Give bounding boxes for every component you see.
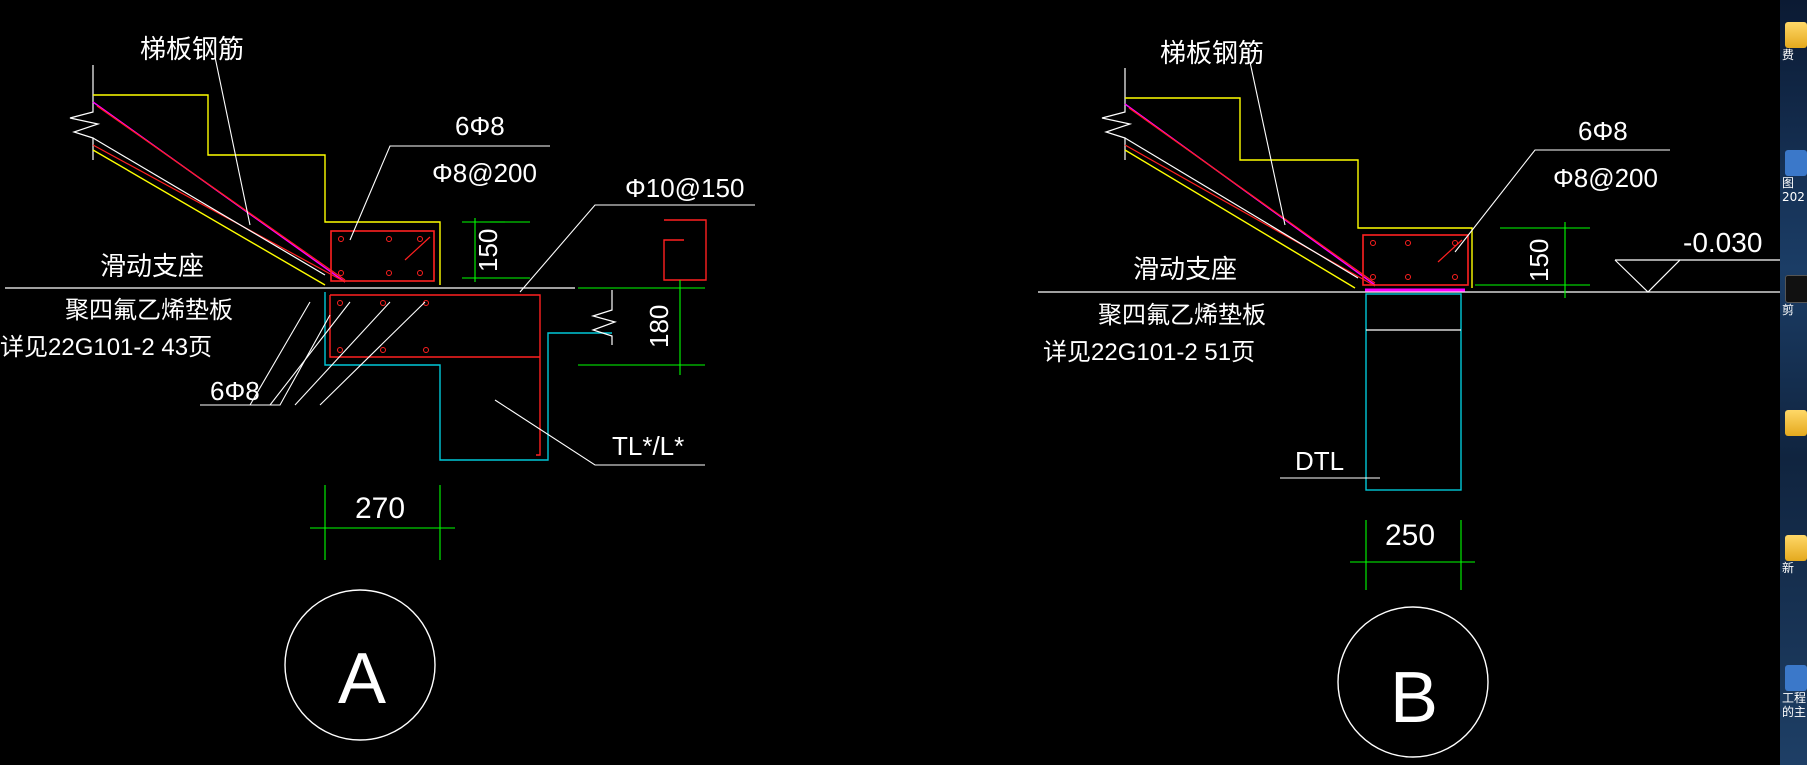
folder-icon xyxy=(1785,535,1807,561)
folder-icon xyxy=(1785,410,1807,436)
desktop-icon-label: 的主 xyxy=(1782,705,1807,719)
hook-symbol xyxy=(663,219,707,281)
detail-a: 梯板钢筋 6Φ8 Φ8@200 Φ10@150 滑动支座 聚四氟乙烯垫板 详见2… xyxy=(0,34,755,741)
upper-rebar-cage xyxy=(1362,234,1469,286)
desktop-icon-label: 剪 xyxy=(1782,303,1795,317)
leader-beam xyxy=(494,399,705,466)
image-icon xyxy=(1785,150,1807,176)
right-break-line xyxy=(590,290,617,345)
dim-150-label: 150 xyxy=(473,229,503,272)
beam-outline xyxy=(1365,293,1462,491)
dim-250-label: 250 xyxy=(1385,519,1435,552)
stair-step-outline xyxy=(1125,97,1473,288)
app-icon xyxy=(1785,275,1807,303)
break-line xyxy=(1101,68,1133,160)
callout-circle-a[interactable] xyxy=(284,589,436,741)
reference-label: 详见22G101-2 51页 xyxy=(1043,339,1255,366)
upper-rebar-cage xyxy=(330,230,435,282)
rebar-right-label: Φ10@150 xyxy=(625,173,744,203)
desktop-icon-label: 202 xyxy=(1782,190,1805,204)
stair-bottom-rebar xyxy=(92,144,346,283)
dim-150-label: 150 xyxy=(1524,239,1554,282)
folder-icon xyxy=(1785,22,1807,48)
leader-6phi8 xyxy=(349,145,550,241)
desktop-icon-label: 费 xyxy=(1782,48,1795,62)
stair-slab-line xyxy=(92,137,326,276)
lower-rebar-cage xyxy=(330,294,541,456)
leader-bottom xyxy=(200,314,331,406)
slab-bottom-line xyxy=(92,149,326,286)
stirrup-spacing: Φ8@200 xyxy=(432,158,537,188)
desktop-icon[interactable]: 图 202 xyxy=(1780,150,1807,204)
stair-top-rebar-red xyxy=(96,105,346,281)
beam-label: DTL xyxy=(1295,446,1344,476)
top-rebar-count: 6Φ8 xyxy=(455,111,505,141)
leader-stair-rebar xyxy=(1249,61,1286,226)
desktop-icon-label: 图 xyxy=(1782,176,1795,190)
detail-b: 梯板钢筋 6Φ8 Φ8@200 -0.030 150 滑动支座 聚四氟乙烯垫板 … xyxy=(1038,38,1780,758)
stair-rebar-label: 梯板钢筋 xyxy=(140,34,244,64)
stair-step-outline xyxy=(93,94,441,285)
ptfe-pad-label: 聚四氟乙烯垫板 xyxy=(65,297,233,324)
callout-label-b: B xyxy=(1390,658,1438,738)
top-rebar-count: 6Φ8 xyxy=(1578,116,1628,146)
beam-label: TL*/L* xyxy=(612,431,684,461)
leader-phi10 xyxy=(519,204,755,293)
desktop-icon[interactable] xyxy=(1780,410,1807,436)
desktop-icon-label: 工程 xyxy=(1782,691,1807,705)
document-icon xyxy=(1785,665,1807,691)
desktop-background-strip: 费 图 202 剪 新 工程 的主 xyxy=(1780,0,1807,765)
dim-270-label: 270 xyxy=(355,492,405,525)
bottom-rebar-count: 6Φ8 xyxy=(210,376,260,406)
elevation-label: -0.030 xyxy=(1683,227,1762,258)
desktop-icon[interactable]: 剪 xyxy=(1780,275,1807,317)
ptfe-pad-label: 聚四氟乙烯垫板 xyxy=(1098,302,1266,329)
stair-rebar-label: 梯板钢筋 xyxy=(1160,38,1264,68)
callout-circle-b[interactable] xyxy=(1337,606,1489,758)
desktop-icon-label: 新 xyxy=(1782,561,1795,575)
sliding-support-label: 滑动支座 xyxy=(1133,254,1237,284)
desktop-icon[interactable]: 新 xyxy=(1780,535,1807,575)
desktop-icon[interactable]: 工程 的主 xyxy=(1780,665,1807,719)
dim-180-label: 180 xyxy=(644,305,674,348)
leader-6phi8 xyxy=(1454,149,1670,253)
stirrup-spacing: Φ8@200 xyxy=(1553,163,1658,193)
leader-stair-rebar xyxy=(214,56,251,226)
elevation-marker xyxy=(1614,259,1780,293)
reference-label: 详见22G101-2 43页 xyxy=(0,334,212,361)
sliding-support-label: 滑动支座 xyxy=(100,251,204,281)
beam-outline xyxy=(324,292,612,461)
desktop-icon[interactable]: 费 xyxy=(1780,22,1807,62)
callout-label-a: A xyxy=(338,639,386,719)
